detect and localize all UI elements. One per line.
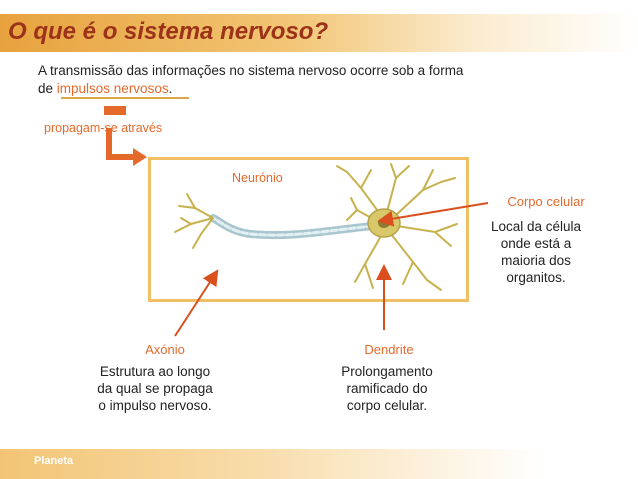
neuron-figure-frame [148,157,469,302]
bent-arrow-cap [104,106,126,115]
intro-line-1: A transmissão das informações no sistema… [38,63,464,78]
neuron-nucleus [378,218,390,228]
axon-desc-line: da qual se propaga [97,381,213,396]
axon-desc-line: Estrutura ao longo [99,364,211,379]
bent-arrow-head [133,148,147,166]
neuron-illustration [174,163,458,291]
dendrite-desc-line: corpo celular. [346,398,428,413]
axon-terminals [174,193,214,249]
propagation-label: propagam-se através [44,121,163,135]
axon-description: Estrutura ao longo da qual se propaga o … [80,363,230,414]
highlight-underline [61,97,189,99]
dendrite-label: Dendrite [364,342,414,357]
myelin-sheath [211,216,375,237]
cell-body-desc-line: onde está a [500,236,572,251]
cell-body-desc-line: Local da célula [490,219,582,234]
dendrite-description: Prolongamento ramificado do corpo celula… [322,363,452,414]
intro-line-2: de impulsos nervosos. [38,80,578,98]
cell-body-description: Local da célula onde está a maioria dos … [480,218,592,286]
impulses-highlight: impulsos nervosos [56,81,169,96]
axon-desc-line: o impulso nervoso. [98,398,212,413]
neuron-dendrites [336,163,458,291]
dendrite-desc-line: ramificado do [346,381,428,396]
axon-label: Axónio [145,342,185,357]
neuron-label: Neurónio [232,171,283,185]
intro-line-2-suffix: . [168,81,173,96]
intro-line-2-prefix: de [38,81,57,96]
footer-bar [0,449,638,479]
intro-text: A transmissão das informações no sistema… [38,62,578,98]
title-bar [0,14,638,52]
cell-body-desc-line: organitos. [506,270,566,285]
dendrite-desc-line: Prolongamento [341,364,433,379]
cell-body-desc-line: maioria dos [501,253,571,268]
page-title: O que é o sistema nervoso? [8,18,329,45]
footer-text: Planeta [34,455,74,467]
cell-body-label: Corpo celular [507,194,585,209]
